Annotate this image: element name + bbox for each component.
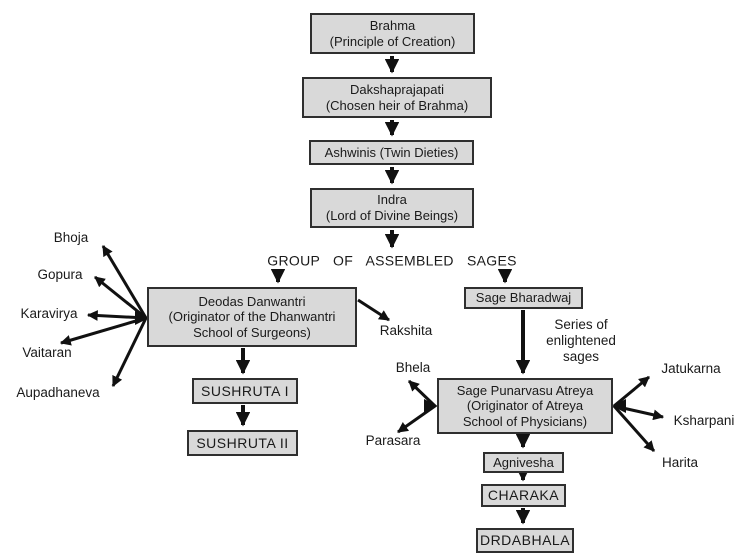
- node-brahma-label: Brahma (Principle of Creation): [329, 17, 456, 49]
- label-ksharpani: Ksharpani: [673, 413, 735, 429]
- label-vaitaran: Vaitaran: [22, 345, 72, 361]
- node-sage-bharadwaj: Sage Bharadwaj: [464, 287, 583, 309]
- arrow-deodas-gopura: [94, 275, 147, 320]
- arrow-deodas-vaitaran: [59, 316, 147, 346]
- label-series-of-enlightened-sages: Series of enlightened sages: [546, 317, 616, 364]
- node-dakshaprajapati-label: Dakshaprajapati (Chosen heir of Brahma): [325, 81, 469, 113]
- arrow-deodas-bhoja: [101, 245, 148, 319]
- arrowhead-into-atreya-left: [424, 399, 438, 413]
- arrow-deodas-rakshita: [357, 298, 390, 322]
- arrow-atreya-harita: [612, 405, 656, 452]
- arrow-atreya-bhela: [407, 379, 437, 408]
- label-rakshita: Rakshita: [379, 323, 433, 339]
- node-ashwinis: Ashwinis (Twin Dieties): [309, 140, 474, 165]
- node-sushruta-2-label: SUSHRUTA II: [196, 434, 289, 451]
- label-gopura: Gopura: [37, 267, 83, 283]
- node-sushruta-1-label: SUSHRUTA I: [201, 382, 289, 399]
- label-bhela: Bhela: [395, 360, 431, 376]
- node-charaka: CHARAKA: [481, 484, 566, 507]
- label-group-of-assembled-sages: GROUP OF ASSEMBLED SAGES: [267, 252, 517, 269]
- node-drdabhala: DRDABHALA: [476, 528, 574, 553]
- node-ashwinis-label: Ashwinis (Twin Dieties): [324, 144, 459, 160]
- node-agnivesha: Agnivesha: [483, 452, 564, 473]
- label-karavirya: Karavirya: [20, 306, 78, 322]
- node-sushruta-2: SUSHRUTA II: [187, 430, 298, 456]
- node-indra: Indra (Lord of Divine Beings): [310, 188, 474, 228]
- arrow-deodas-aupadhaneva: [111, 317, 148, 387]
- arrow-atreya-jatukarna: [613, 375, 650, 408]
- node-sushruta-1: SUSHRUTA I: [192, 378, 298, 404]
- node-agnivesha-label: Agnivesha: [493, 454, 554, 470]
- node-indra-label: Indra (Lord of Divine Beings): [325, 192, 459, 223]
- node-deodas-danwantri-label: Deodas Danwantri (Originator of the Dhan…: [168, 293, 336, 340]
- label-bhoja: Bhoja: [53, 230, 89, 246]
- node-punarvasu-atreya-label: Sage Punarvasu Atreya (Originator of Atr…: [456, 382, 594, 429]
- label-parasara: Parasara: [365, 433, 421, 449]
- arrowhead-into-deodas: [135, 311, 149, 325]
- node-deodas-danwantri: Deodas Danwantri (Originator of the Dhan…: [147, 287, 357, 347]
- node-drdabhala-label: DRDABHALA: [479, 532, 571, 549]
- node-punarvasu-atreya: Sage Punarvasu Atreya (Originator of Atr…: [437, 378, 613, 434]
- arrowhead-into-atreya-right: [612, 399, 626, 413]
- node-dakshaprajapati: Dakshaprajapati (Chosen heir of Brahma): [302, 77, 492, 118]
- node-sage-bharadwaj-label: Sage Bharadwaj: [475, 290, 572, 306]
- node-brahma: Brahma (Principle of Creation): [310, 13, 475, 54]
- node-charaka-label: CHARAKA: [487, 487, 560, 504]
- label-jatukarna: Jatukarna: [661, 361, 721, 377]
- label-harita: Harita: [661, 455, 699, 471]
- label-aupadhaneva: Aupadhaneva: [16, 385, 100, 401]
